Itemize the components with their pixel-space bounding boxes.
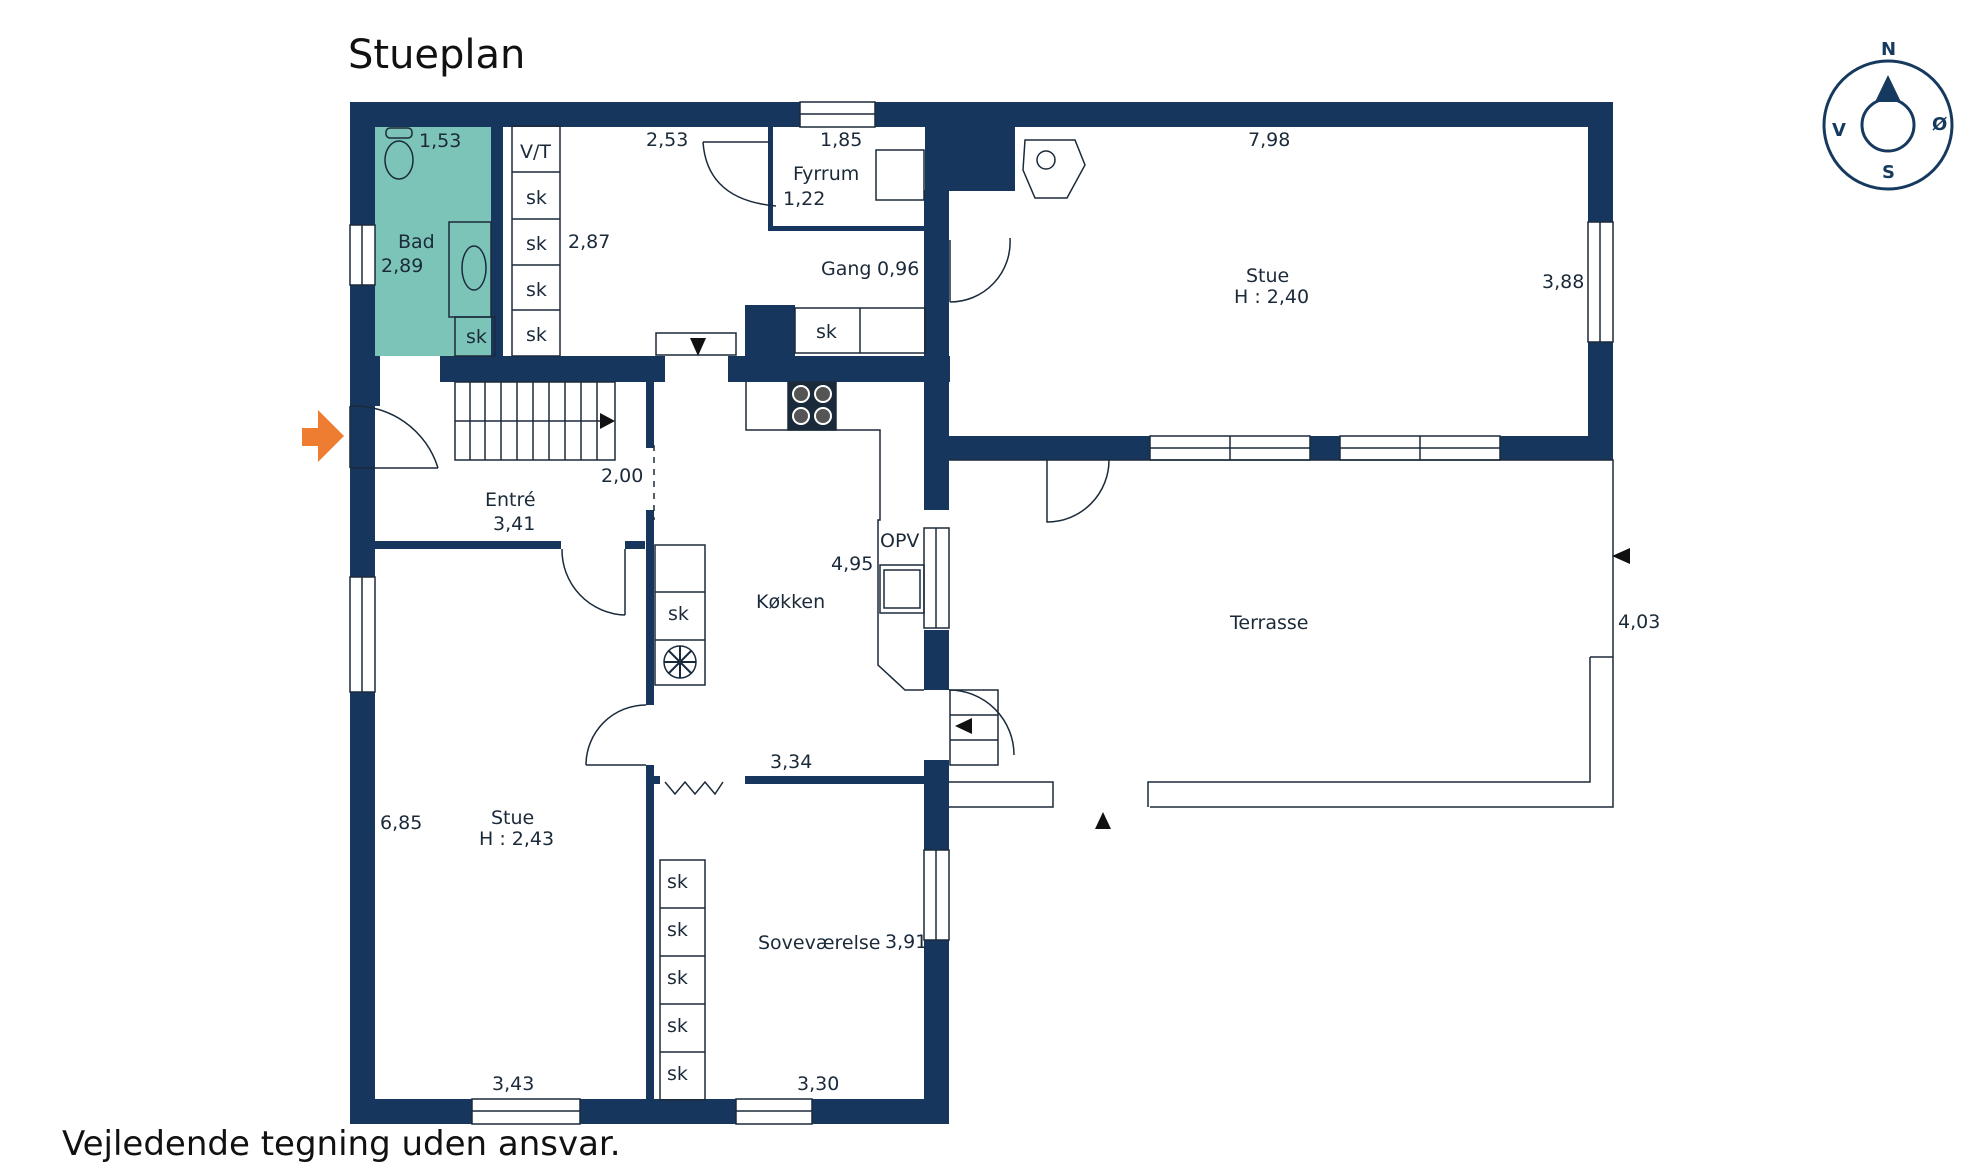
direction-arrows [600, 338, 1630, 829]
bad-area: 2,89 [381, 255, 423, 277]
kitchen-sk: sk [668, 603, 689, 625]
closet-sk-3: sk [526, 279, 547, 301]
kitchen-name: Køkken [756, 591, 825, 613]
stue-east-name: Stue [1246, 265, 1289, 287]
gang-name: Gang [821, 258, 871, 280]
bedroom-width: 3,30 [797, 1073, 839, 1095]
bad-name: Bad [398, 231, 435, 253]
fyrrum-name: Fyrrum [793, 163, 859, 185]
closet-area: 2,53 [646, 129, 688, 151]
bedroom-name: Soveværelse [758, 932, 880, 954]
bedroom-sk-5: sk [667, 1063, 688, 1085]
kitchen-dim-b: 3,34 [770, 751, 812, 773]
fyrrum-area: 1,22 [783, 188, 825, 210]
entry-arrow-icon [302, 410, 344, 462]
kitchen-dim: 4,95 [831, 553, 873, 575]
stue-east-width: 7,98 [1248, 129, 1290, 151]
stue-west-name: Stue [491, 807, 534, 829]
fan-icon [664, 646, 696, 678]
bedroom-sk-3: sk [667, 967, 688, 989]
bathroom-floor [374, 126, 496, 356]
disclaimer-text: Vejledende tegning uden ansvar. [62, 1124, 621, 1164]
gang-area: 0,96 [877, 258, 919, 280]
fixtures [349, 125, 1614, 1101]
compass-icon: N S V Ø [1822, 39, 1954, 191]
entre-name: Entré [485, 489, 536, 511]
stue-west-height: H : 2,43 [479, 828, 554, 850]
compass-north: N [1881, 39, 1896, 60]
gang-sk: sk [816, 321, 837, 343]
vt-label: V/T [520, 141, 551, 163]
stue-west-depth: 6,85 [380, 812, 422, 834]
windows [349, 101, 1614, 1125]
bad-sk: sk [466, 326, 487, 348]
closet-sk-4: sk [526, 324, 547, 346]
stue-east-height: H : 2,40 [1234, 286, 1309, 308]
bedroom-sk-1: sk [667, 871, 688, 893]
terrasse-name: Terrasse [1229, 612, 1309, 634]
entre-area: 3,41 [493, 513, 535, 535]
closet-dim: 2,87 [568, 231, 610, 253]
stue-west-width: 3,43 [492, 1073, 534, 1095]
plan-title: Stueplan [348, 32, 525, 78]
bedroom-depth: 3,91 [885, 931, 927, 953]
compass-west: V [1832, 120, 1846, 141]
terrasse-dim: 4,03 [1618, 611, 1660, 633]
stue-east-depth: 3,88 [1542, 271, 1584, 293]
fyrrum-dim: 1,85 [820, 129, 862, 151]
compass-east: Ø [1932, 114, 1947, 135]
bedroom-sk-2: sk [667, 919, 688, 941]
stove-icon [788, 382, 836, 430]
bedroom-sk-4: sk [667, 1015, 688, 1037]
walls [350, 102, 1613, 1124]
toilet-area: 1,53 [419, 130, 461, 152]
kitchen-opv: OPV [880, 530, 919, 552]
stair-dim: 2,00 [601, 465, 643, 487]
compass-south: S [1882, 162, 1895, 183]
closet-sk-1: sk [526, 187, 547, 209]
closet-sk-2: sk [526, 233, 547, 255]
